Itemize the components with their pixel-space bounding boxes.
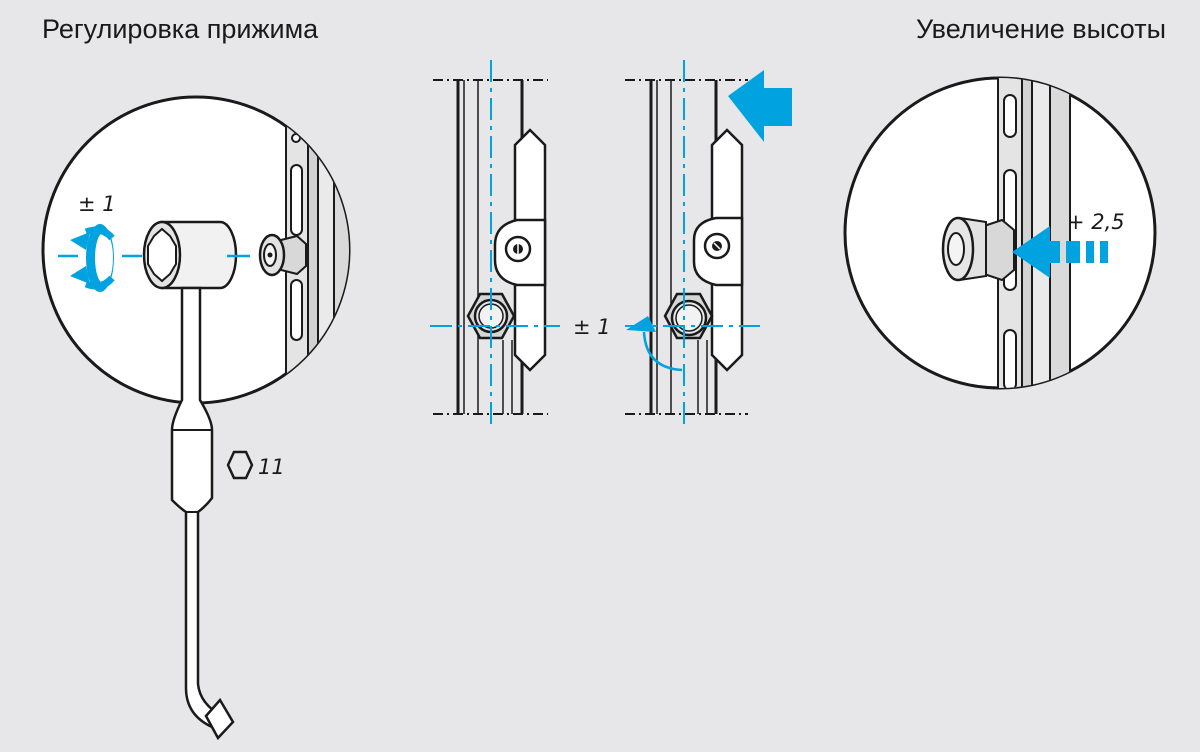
wrench-adjust-label: ± 1 — [78, 192, 116, 216]
height-arrow-icon — [1012, 226, 1108, 278]
rotate-arrows-icon — [70, 224, 115, 292]
title-pressure-adjustment: Регулировка прижима — [42, 14, 319, 44]
left-detail-view: ± 1 — [41, 95, 351, 405]
left-cam-bolt — [258, 233, 307, 277]
hexagon-icon — [226, 450, 254, 480]
socket-wrench-shaft — [170, 286, 235, 741]
right-cam-bolt — [941, 216, 1015, 282]
hex-size-label: 11 — [258, 455, 285, 479]
height-increase-label: + 2,5 — [1067, 210, 1125, 234]
push-arrow-icon — [728, 70, 792, 142]
right-detail-view: + 2,5 — [843, 76, 1157, 390]
title-height-increase: Увеличение высоты — [916, 14, 1166, 44]
profile-section-a — [430, 60, 560, 430]
profile-section-b — [625, 60, 760, 430]
socket-wrench-head — [142, 220, 238, 290]
center-adjust-label: ± 1 — [573, 315, 611, 339]
rotation-arrow-icon — [626, 316, 683, 372]
